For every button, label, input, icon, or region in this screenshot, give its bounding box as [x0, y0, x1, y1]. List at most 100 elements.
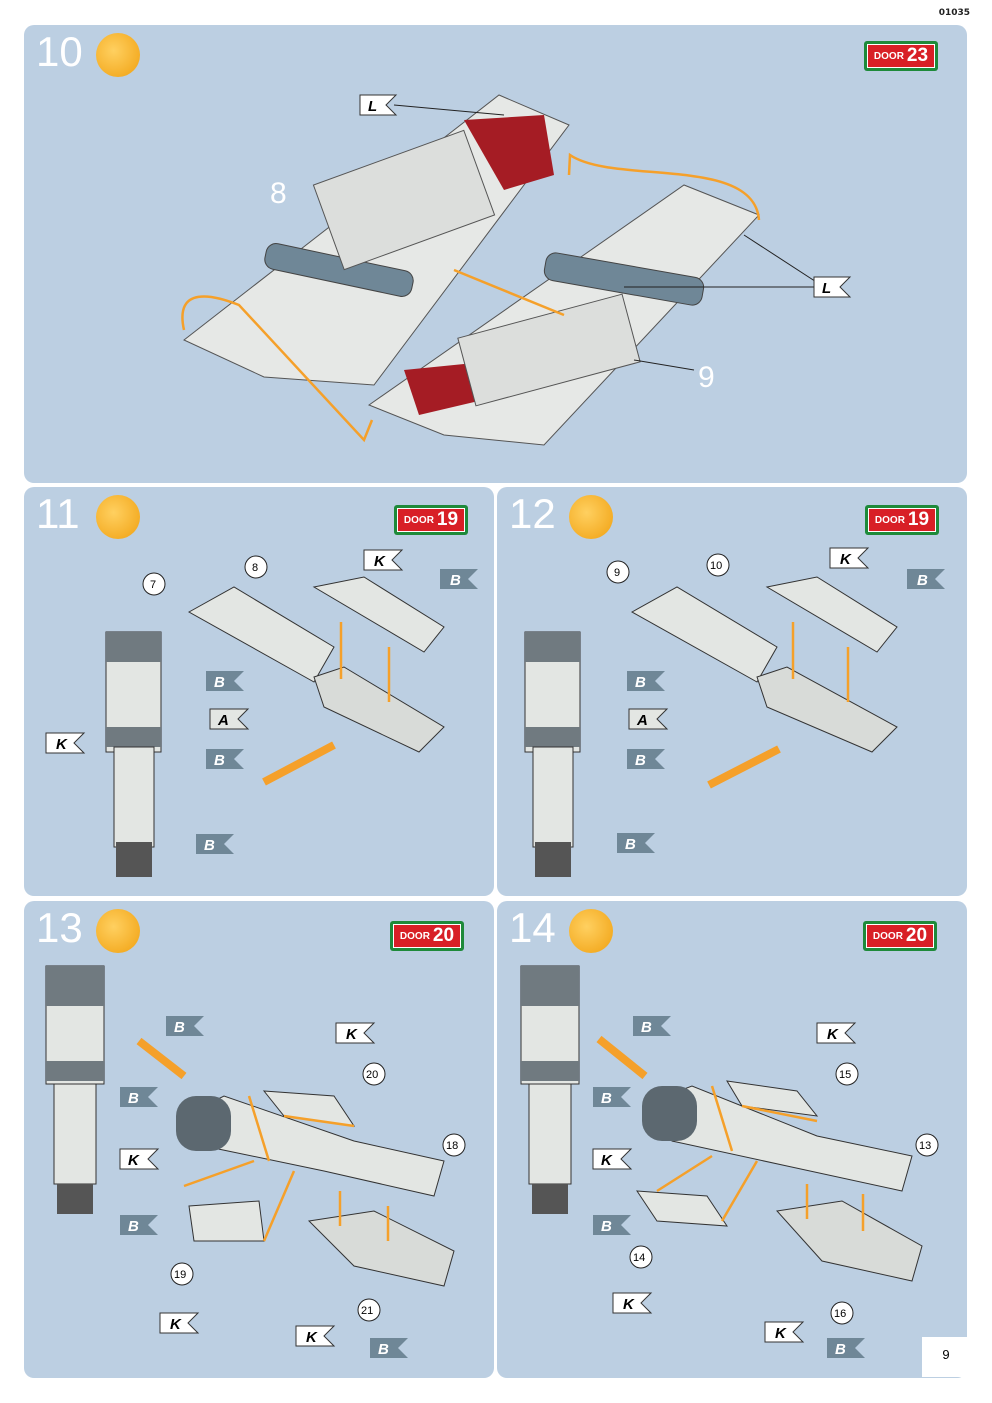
svg-text:B: B [635, 752, 646, 769]
svg-text:A: A [217, 712, 229, 729]
step-number: 12 [509, 490, 556, 537]
label-flag-icon: A [628, 708, 669, 730]
svg-text:K: K [346, 1026, 358, 1043]
svg-text:B: B [601, 1218, 612, 1235]
svg-text:18: 18 [446, 1140, 458, 1152]
label-flag-icon: K [119, 1148, 160, 1170]
svg-text:K: K [623, 1296, 635, 1313]
label-flag-icon: B [206, 671, 244, 691]
svg-text:7: 7 [150, 579, 156, 591]
label-flag-icon: B [827, 1338, 865, 1358]
svg-text:B: B [214, 674, 225, 691]
svg-text:B: B [378, 1341, 389, 1358]
svg-text:K: K [601, 1152, 613, 1169]
paint-brush-icon [569, 909, 613, 953]
svg-text:B: B [214, 752, 225, 769]
label-flag-icon: K [295, 1325, 336, 1347]
label-flag-icon: B [206, 749, 244, 769]
door-number: 23 [906, 45, 929, 66]
svg-text:K: K [827, 1026, 839, 1043]
step-13-illustration: 20 18 19 21 K B B K B K K B [45, 965, 466, 1358]
label-flag-icon: B [627, 749, 665, 769]
svg-text:B: B [128, 1218, 139, 1235]
step-14-illustration: 15 13 14 16 K B B K B K K B [520, 965, 939, 1358]
label-flag-icon: L [359, 94, 398, 116]
document-code: 01035 [938, 8, 970, 18]
svg-text:19: 19 [174, 1269, 186, 1281]
step-number: 11 [36, 490, 80, 537]
svg-text:K: K [306, 1329, 318, 1346]
svg-text:B: B [635, 674, 646, 691]
svg-text:B: B [641, 1019, 652, 1036]
label-flag-icon: K [335, 1022, 376, 1044]
svg-text:20: 20 [366, 1069, 378, 1081]
part-label: 8 [270, 177, 287, 210]
svg-text:K: K [775, 1325, 787, 1342]
step-12-illustration: 9 10 K B B A B B [524, 547, 945, 877]
svg-text:B: B [128, 1090, 139, 1107]
svg-text:15: 15 [839, 1069, 851, 1081]
label-flag-icon: B [633, 1016, 671, 1036]
svg-text:16: 16 [834, 1308, 846, 1320]
label-flag-icon: B [166, 1016, 204, 1036]
svg-text:B: B [917, 572, 928, 589]
label-flag-icon: A [209, 708, 250, 730]
part-label: 9 [698, 361, 715, 394]
svg-text:K: K [374, 553, 386, 570]
svg-text:8: 8 [252, 562, 258, 574]
label-flag-icon: B [120, 1215, 158, 1235]
svg-text:B: B [174, 1019, 185, 1036]
svg-text:13: 13 [919, 1140, 931, 1152]
paint-brush-icon [96, 495, 140, 539]
svg-text:K: K [56, 736, 68, 753]
paint-brush-icon [96, 33, 140, 77]
label-flag-icon: K [816, 1022, 857, 1044]
label-flag-icon: K [829, 547, 870, 569]
step-11-illustration: 7 8 K B B A B K B [45, 549, 478, 877]
label-flag-icon: L [813, 276, 852, 298]
svg-text:B: B [835, 1341, 846, 1358]
label-flag-icon: K [764, 1321, 805, 1343]
step-number: 10 [36, 28, 83, 75]
label-flag-icon: B [907, 569, 945, 589]
label-flag-icon: K [45, 732, 86, 754]
svg-text:B: B [450, 572, 461, 589]
step-number: 14 [509, 904, 556, 951]
svg-text:L: L [822, 280, 831, 297]
label-flag-icon: K [159, 1312, 200, 1334]
label-flag-icon: B [440, 569, 478, 589]
svg-text:B: B [601, 1090, 612, 1107]
label-flag-icon: B [627, 671, 665, 691]
door-label: DOOR [873, 50, 904, 62]
paint-brush-icon [569, 495, 613, 539]
svg-text:10: 10 [710, 560, 722, 572]
svg-text:21: 21 [361, 1305, 373, 1317]
step-number: 13 [36, 904, 83, 951]
svg-text:K: K [840, 551, 852, 568]
svg-text:K: K [170, 1316, 182, 1333]
page-number: 9 [922, 1337, 970, 1377]
label-flag-icon: B [617, 833, 655, 853]
paint-brush-icon [96, 909, 140, 953]
svg-text:B: B [625, 836, 636, 853]
svg-text:A: A [636, 712, 648, 729]
label-flag-icon: K [592, 1148, 633, 1170]
svg-text:K: K [128, 1152, 140, 1169]
label-flag-icon: B [120, 1087, 158, 1107]
label-flag-icon: B [593, 1215, 631, 1235]
svg-text:14: 14 [633, 1252, 645, 1264]
label-flag-icon: K [612, 1292, 653, 1314]
label-flag-icon: K [363, 549, 404, 571]
svg-text:9: 9 [614, 567, 620, 579]
label-flag-icon: B [196, 834, 234, 854]
step-10-illustration: 8 9 L L [181, 94, 852, 446]
